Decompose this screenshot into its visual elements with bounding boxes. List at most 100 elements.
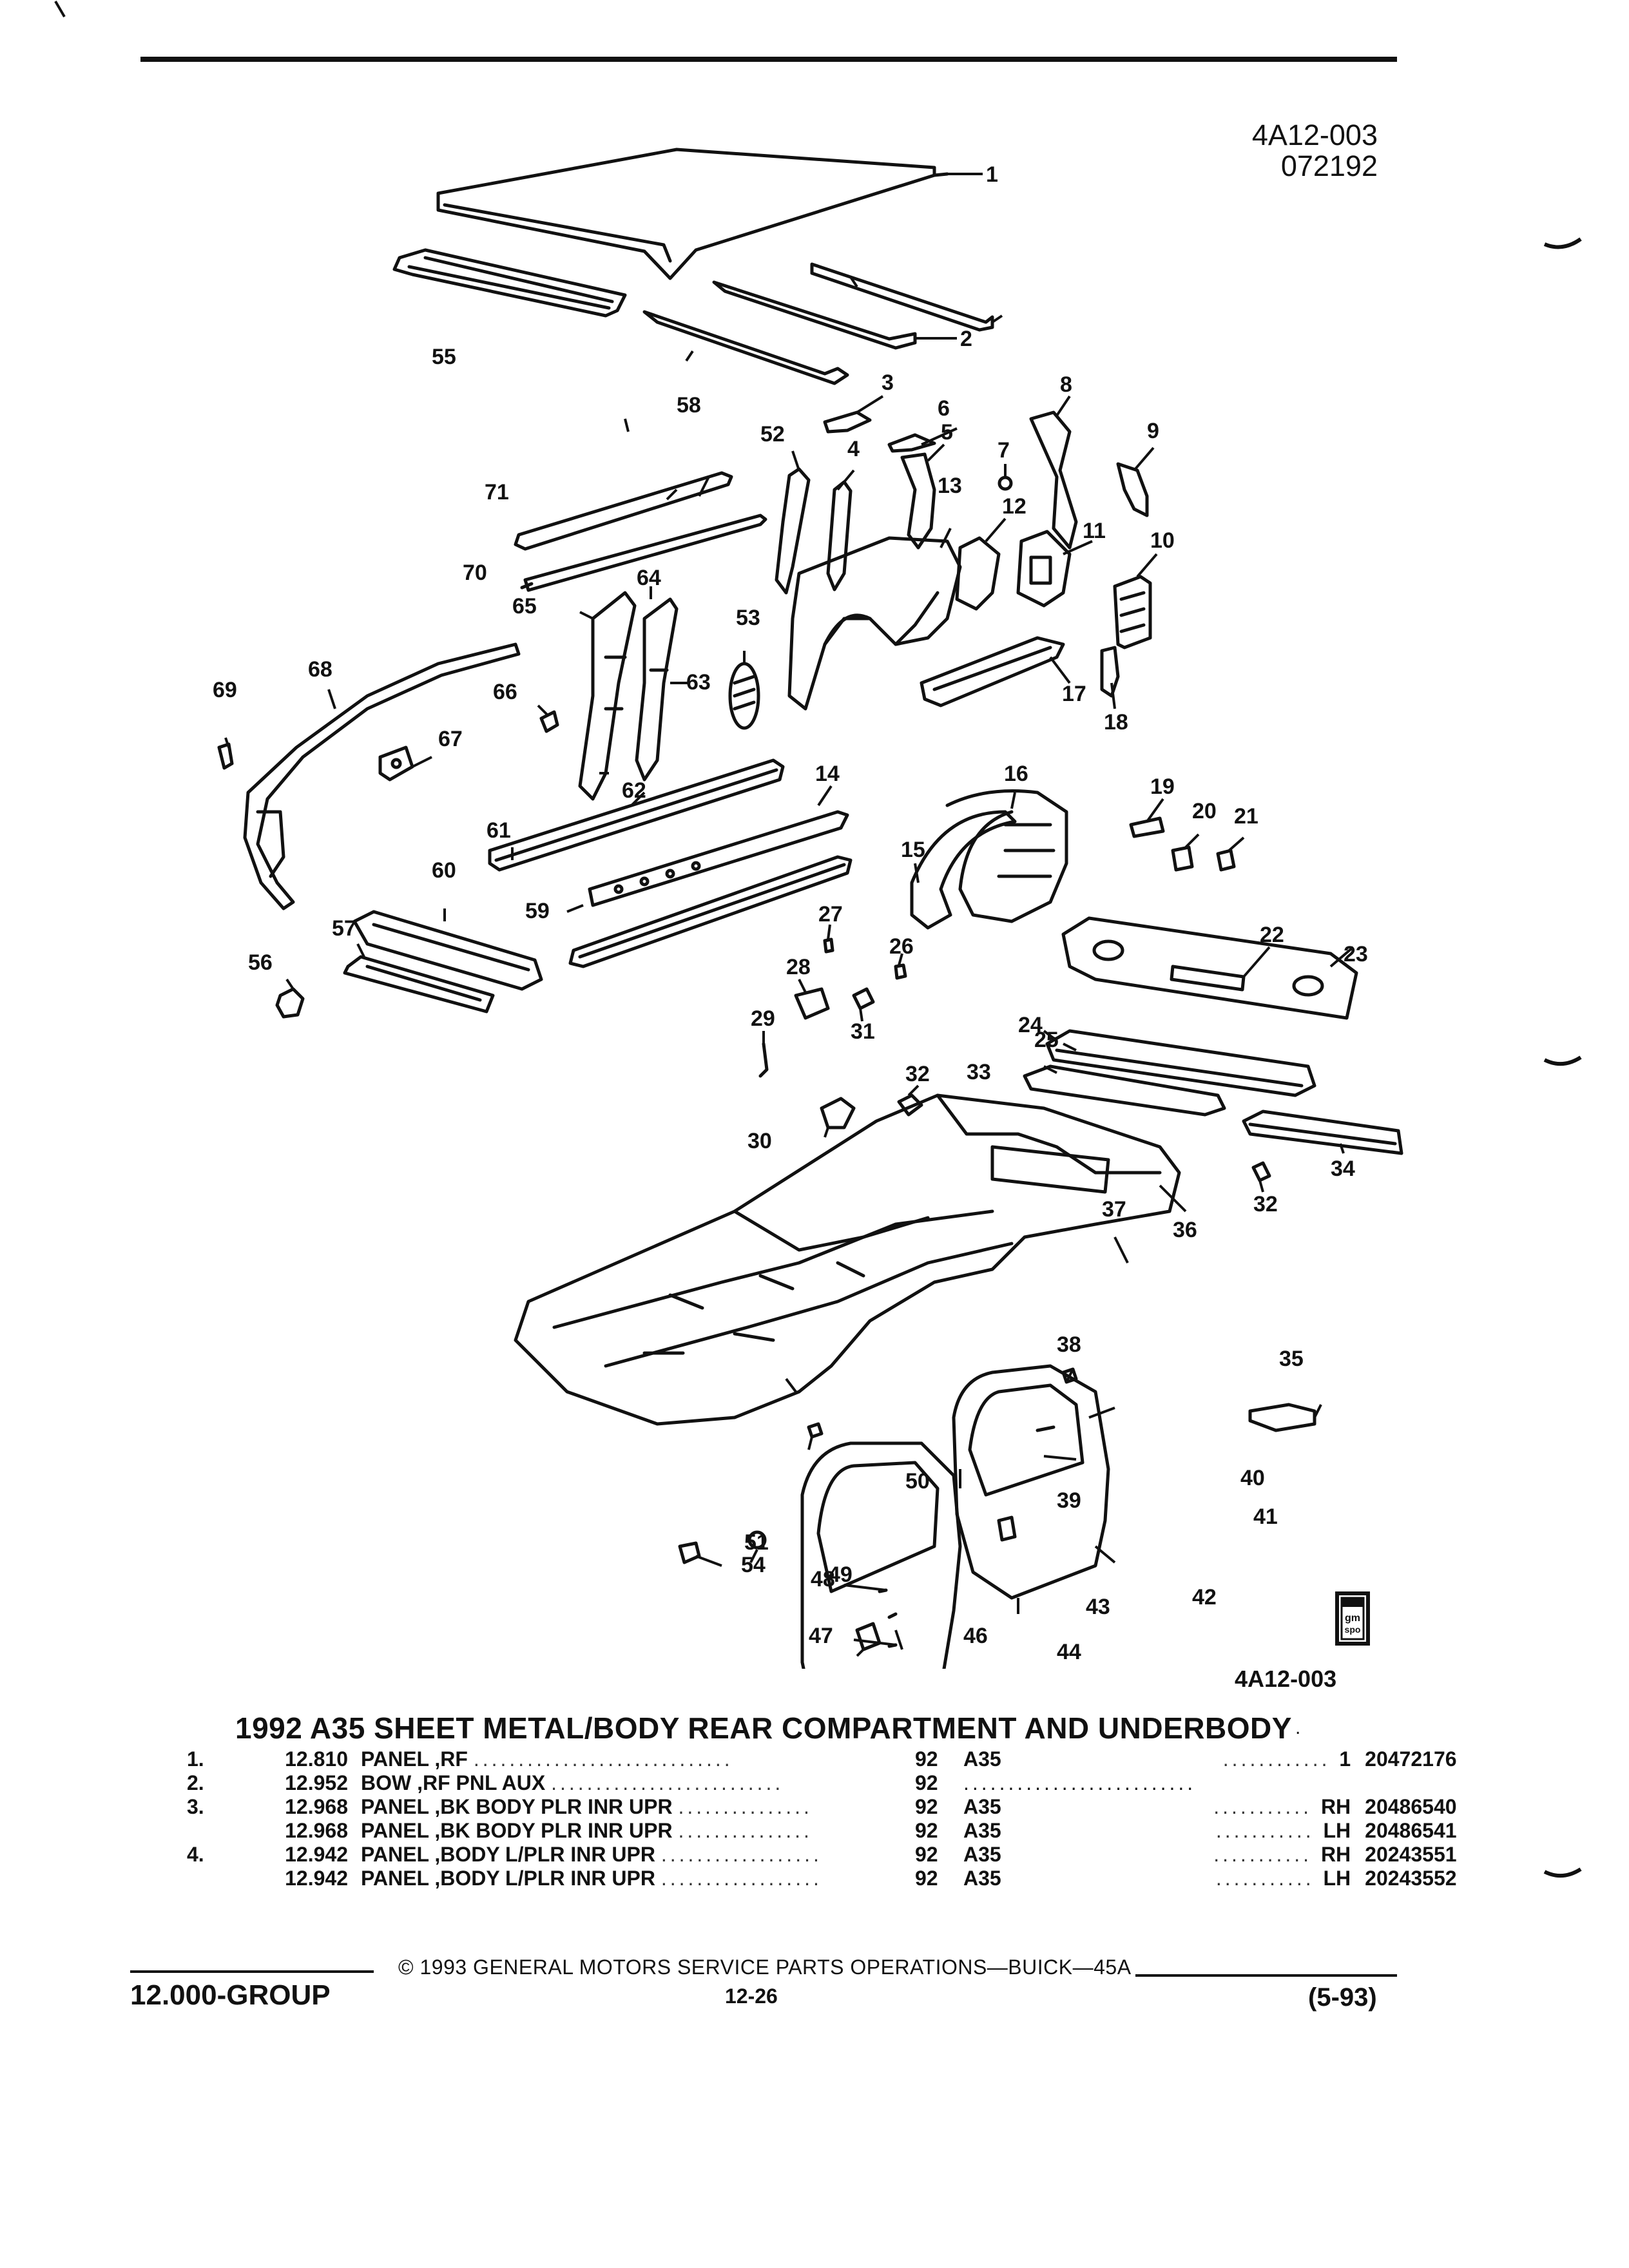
callout-11: 11 [1083,519,1106,543]
parts-table: 1. 12.810 PANEL ,RF ....................… [187,1747,1494,1890]
callout-23: 23 [1344,942,1368,966]
rear-door-right [952,1364,1110,1600]
part-description: BOW ,RF PNL AUX ........................… [361,1771,784,1794]
table-row: 2. 12.952 BOW ,RF PNL AUX ..............… [187,1771,1494,1795]
callout-38: 38 [1057,1332,1081,1357]
item-number: 2. [187,1771,204,1794]
side-qty-text: RH [1320,1843,1351,1866]
callout-16: 16 [1004,762,1028,786]
catalog-number: 12.952 [285,1771,348,1794]
catalog-number: 12.968 [285,1819,348,1842]
gm-spo-logo: gm spo [1335,1591,1370,1646]
part-description: PANEL ,BK BODY PLR INR UPR .............… [361,1819,813,1842]
part-description-text: PANEL ,BK BODY PLR INR UPR [361,1795,673,1818]
side-qty-text: LH [1323,1867,1351,1890]
model-year: 92 [915,1843,938,1866]
callout-7: 7 [998,438,1010,463]
table-row: 4. 12.942 PANEL ,BODY L/PLR INR UPR ....… [187,1843,1494,1867]
callout-33: 33 [967,1060,991,1084]
callout-49: 49 [828,1562,853,1587]
part-description-text: PANEL ,RF [361,1747,468,1771]
table-row: 3. 12.968 PANEL ,BK BODY PLR INR UPR ...… [187,1795,1494,1819]
callout-53: 53 [736,606,760,630]
callout-31: 31 [851,1019,875,1044]
callout-29: 29 [751,1006,775,1031]
callout-5: 5 [941,420,953,445]
callout-28: 28 [786,955,811,979]
svg-text:gm: gm [1345,1613,1360,1624]
callout-66: 66 [493,680,517,704]
side-qty: ............ 1 [1222,1747,1351,1771]
callout-8: 8 [1060,372,1072,397]
front-header-panel [392,248,627,318]
scan-mark [1543,1055,1582,1066]
callout-64: 64 [637,566,661,590]
part-description: PANEL ,BODY L/PLR INR UPR ..............… [361,1867,822,1890]
scan-corner-mark [54,0,66,18]
item-number: 3. [187,1795,204,1818]
callout-69: 69 [213,678,237,702]
model-code: A35 [963,1867,1001,1890]
callout-58: 58 [677,393,701,418]
side-qty-text: LH [1323,1819,1351,1842]
callout-14: 14 [815,762,840,786]
callout-56: 56 [248,950,273,975]
callout-36: 36 [1173,1218,1197,1242]
callout-51: 51 [744,1530,769,1555]
callout-3: 3 [882,370,894,395]
part-description: PANEL ,BK BODY PLR INR UPR .............… [361,1795,813,1818]
part-description: PANEL ,BODY L/PLR INR UPR ..............… [361,1843,822,1866]
model-code: .......................... [963,1771,1197,1794]
page-number: 12-26 [725,1984,778,2008]
callout-59: 59 [525,899,550,923]
part-number: 20486541 [1365,1819,1457,1842]
side-qty: ........... RH [1213,1795,1351,1818]
side-qty: ........... LH [1215,1867,1351,1890]
roof-bows [642,262,994,385]
callout-50: 50 [905,1469,930,1494]
callout-21: 21 [1234,804,1258,829]
item-number [187,1867,251,1890]
roof-side-rails [514,471,767,592]
callout-42: 42 [1192,1585,1217,1610]
callout-71: 71 [485,480,509,505]
callout-63: 63 [686,670,711,695]
part-number [1365,1771,1494,1795]
side-qty-text: RH [1320,1795,1351,1818]
item-number: 1. [187,1747,204,1771]
illustration-header: 4A12-003 072192 [1252,120,1378,182]
model-year: 92 [915,1867,938,1890]
callout-4: 4 [847,437,860,461]
part-description: PANEL ,RF ............................. [361,1747,733,1771]
callout-12: 12 [1002,494,1027,519]
callout-40: 40 [1240,1466,1265,1490]
callout-9: 9 [1147,419,1159,443]
item-number [187,1819,251,1843]
part-description-text: PANEL ,BODY L/PLR INR UPR [361,1867,655,1890]
table-row: 12.942 PANEL ,BODY L/PLR INR UPR .......… [187,1867,1494,1890]
part-description-text: PANEL ,BODY L/PLR INR UPR [361,1843,655,1866]
quarter-panel [787,536,962,711]
roof-panel [436,148,949,280]
side-qty: ........... LH [1215,1819,1351,1842]
side-qty: ........... RH [1213,1843,1351,1866]
footer-rule-left [130,1970,374,1973]
callout-46: 46 [963,1624,988,1648]
callout-65: 65 [512,594,537,619]
part-number: 20243551 [1365,1843,1457,1866]
model-code: A35 [963,1843,1001,1866]
model-year: 92 [915,1819,938,1842]
callout-43: 43 [1086,1595,1110,1619]
callout-32: 32 [905,1062,930,1086]
callout-6: 6 [938,396,950,421]
top-rule [140,57,1397,62]
callout-26: 26 [889,934,914,959]
callout-70: 70 [463,561,487,585]
callout-10: 10 [1150,528,1175,553]
table-row: 1. 12.810 PANEL ,RF ....................… [187,1747,1494,1771]
illustration-id: 4A12-003 [1251,119,1378,151]
center-pillars [578,591,679,801]
model-code: A35 [963,1747,1001,1771]
underbody-floor-pan [514,1093,1181,1426]
footer-rule-right [1135,1974,1397,1977]
